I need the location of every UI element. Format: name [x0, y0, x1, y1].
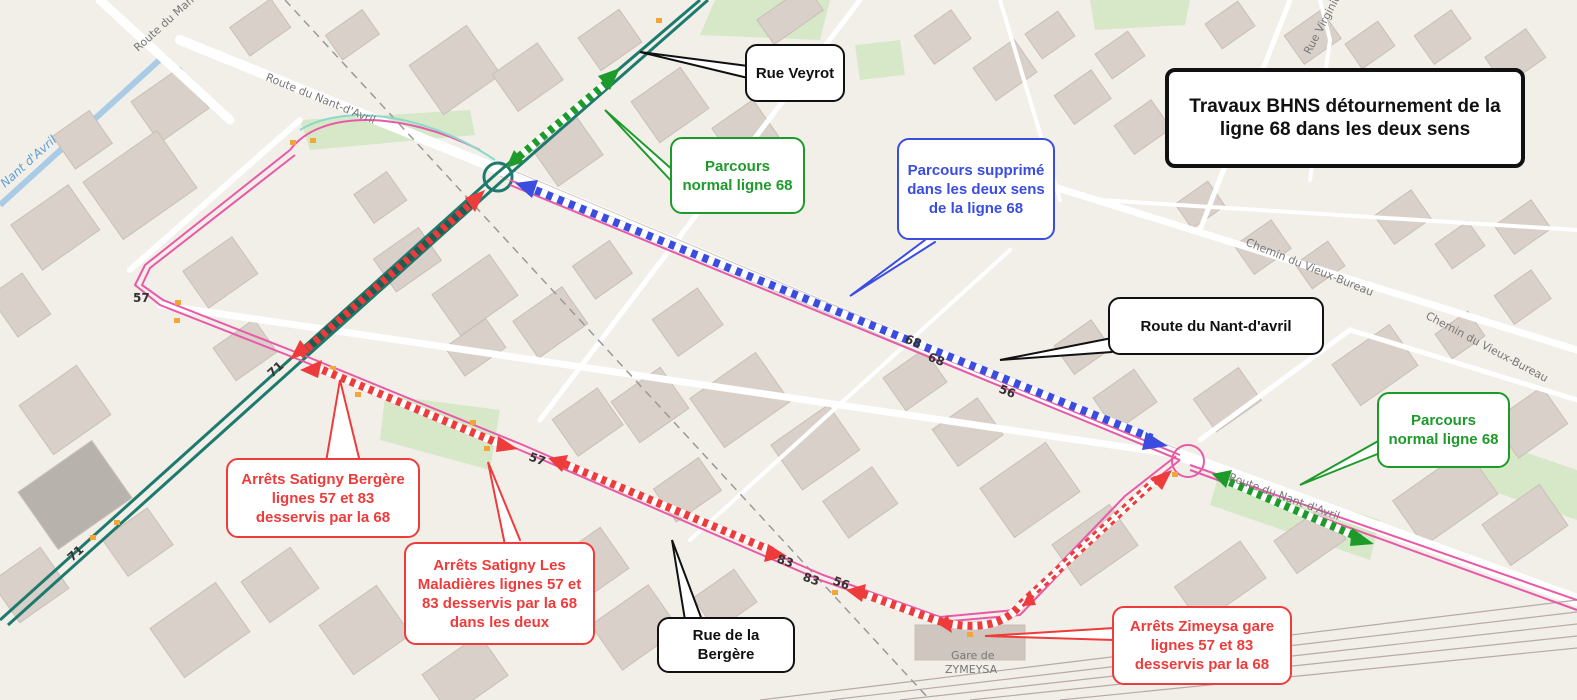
normal-arrowheads: [506, 68, 1374, 546]
boundary-line: [284, 0, 931, 700]
map-title: Travaux BHNS détournement de la ligne 68…: [1165, 68, 1525, 168]
callout-parcours-normal-2: Parcours normal ligne 68: [1377, 392, 1510, 468]
callout-parcours-normal-1: Parcours normal ligne 68: [670, 137, 805, 214]
callout-rue-veyrot: Rue Veyrot: [745, 44, 845, 102]
detour-arrowheads: [290, 190, 1172, 633]
detour-route-red: [297, 197, 1163, 630]
callout-arrets-maladieres: Arrêts Satigny Les Maladières lignes 57 …: [404, 542, 595, 645]
label-gare-line2: ZYMEYSA: [945, 663, 998, 676]
line-number-68-b: 68: [926, 350, 947, 369]
line-number-83-b: 83: [801, 570, 821, 589]
callout-pointers: [325, 51, 1381, 641]
line-number-68-a: 68: [903, 332, 924, 351]
label-gare-line1: Gare de: [951, 649, 995, 662]
normal-route-green: [512, 76, 1362, 542]
callout-route-nant-avril: Route du Nant-d'avril: [1108, 297, 1324, 355]
line-number-57-b: 57: [527, 450, 547, 469]
tram-line: [0, 0, 709, 627]
line-number-56-b: 56: [831, 574, 851, 593]
line-number-83-a: 83: [775, 552, 795, 571]
suppressed-arrowheads: [515, 180, 1168, 450]
callout-arrets-bergere: Arrêts Satigny Bergère lignes 57 et 83 d…: [226, 458, 420, 538]
callout-arrets-zimeysa: Arrêts Zimeysa gare lignes 57 et 83 dess…: [1112, 606, 1292, 685]
line-number-57-a: 57: [133, 291, 150, 305]
callout-parcours-supprime: Parcours supprimé dans les deux sens de …: [897, 138, 1055, 240]
callout-rue-bergere: Rue de la Bergère: [657, 617, 795, 673]
bus-route-teal: [299, 114, 496, 161]
suppressed-route-blue: [528, 184, 1154, 442]
line-number-56-a: 56: [997, 382, 1018, 401]
